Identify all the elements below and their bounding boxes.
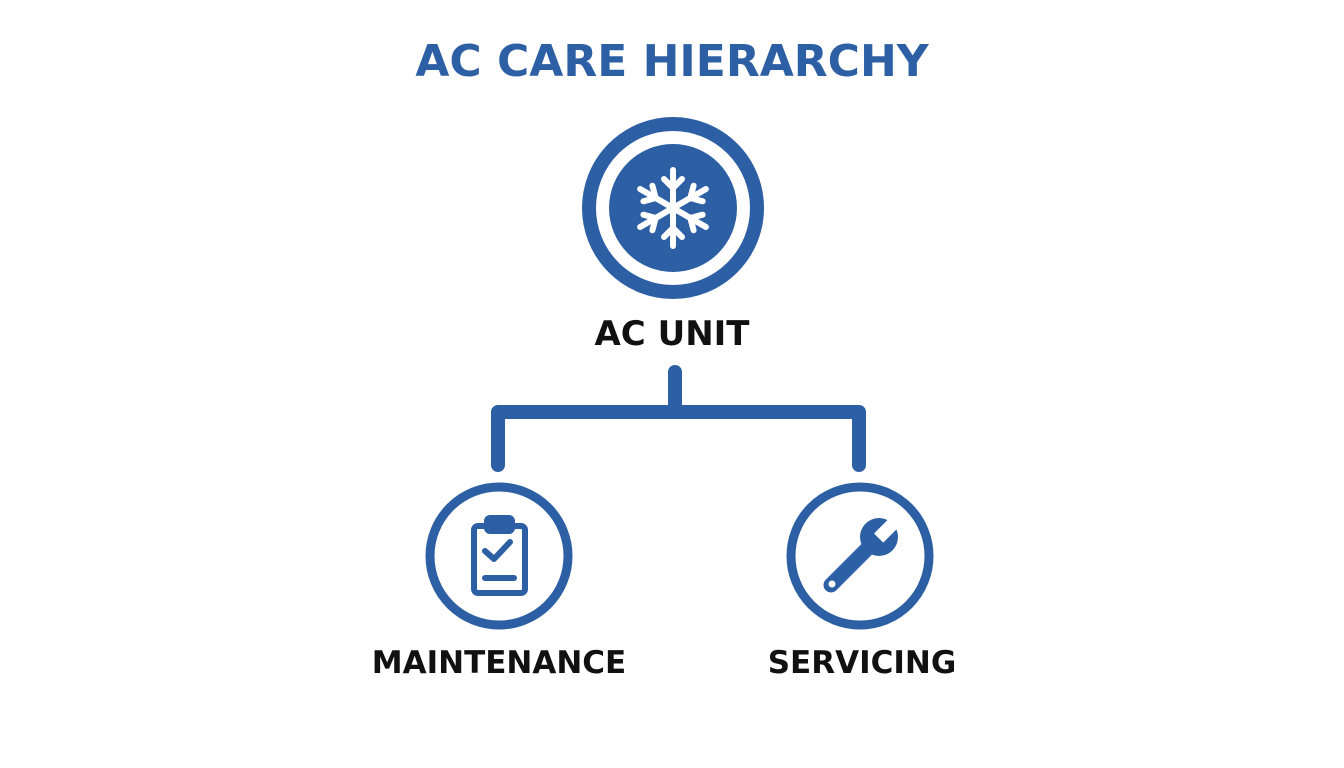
root-node-label: AC UNIT [594, 314, 750, 354]
connector-lines [491, 365, 866, 472]
clipboard-check-icon [471, 515, 528, 596]
diagram-title: AC CARE HIERARCHY [415, 36, 929, 87]
maintenance-node [425, 482, 573, 630]
wrench-icon [823, 513, 904, 593]
servicing-node [786, 482, 934, 630]
maintenance-node-label: MAINTENANCE [371, 645, 627, 681]
root-node-outer-ring [582, 117, 764, 299]
branch-line [491, 405, 866, 472]
snowflake-icon [637, 167, 709, 249]
servicing-node-label: SERVICING [767, 645, 957, 681]
root-node [582, 117, 764, 299]
